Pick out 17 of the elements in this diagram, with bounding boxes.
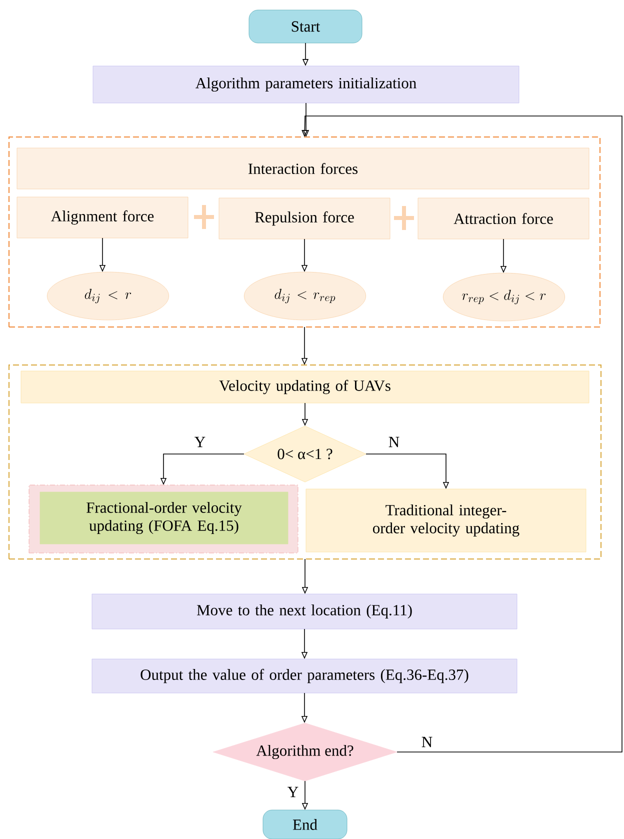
process-box: Fractional-order velocity updating (FOFA Eq.15) [40, 492, 288, 544]
edge-label: N [420, 736, 434, 748]
process-box: Repulsion force [218, 198, 390, 240]
process-box: Interaction forces [16, 148, 590, 190]
terminal-box: Start [248, 10, 362, 44]
process-box: Alignment force [16, 196, 188, 238]
process-box: Output the value of order parameters (Eq.36-Eq.37) [92, 658, 518, 694]
terminal-box: End [262, 810, 348, 839]
process-box: Velocity updating of UAVs [20, 370, 590, 404]
process-box: Attraction force [418, 198, 590, 240]
edge-label: Y [286, 786, 300, 798]
arrow [302, 116, 622, 752]
process-box: Algorithm parameters initialization [92, 66, 520, 104]
edge-label: N [387, 436, 401, 448]
process-box: Traditional integer-order velocity updating [306, 488, 586, 552]
process-box: Move to the next location (Eq.11) [92, 594, 518, 630]
edge-label: Y [193, 436, 207, 448]
